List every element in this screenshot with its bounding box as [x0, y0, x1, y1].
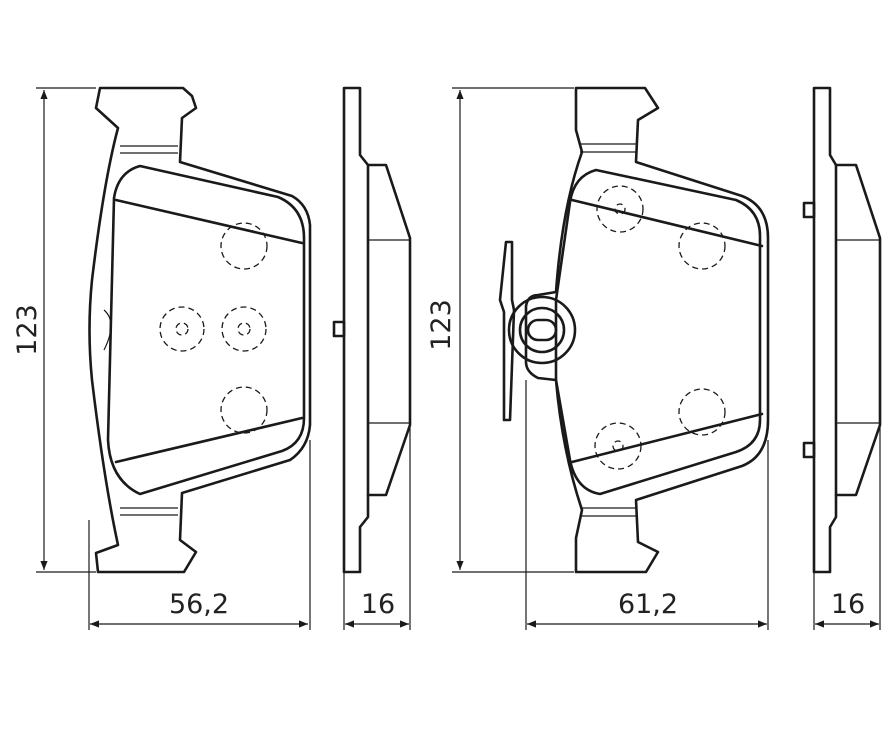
- dimension-lines: [36, 87, 881, 630]
- pad1-side-view: [332, 86, 412, 574]
- pad2-piston-mark: [678, 388, 726, 436]
- pad1-chamfer-bottom: [114, 416, 304, 464]
- pad2-backing-plate: [524, 86, 770, 574]
- pad2-wear-sensor-clip: [498, 240, 577, 422]
- pad1-height-label: 123: [12, 304, 43, 356]
- pad2-piston-mark: [596, 185, 644, 233]
- pad1-piston-mark: [220, 222, 268, 270]
- pad2-width-label: 61,2: [618, 589, 678, 620]
- pad2-front-view: [498, 86, 770, 574]
- pad1-piston-mark: [159, 306, 205, 352]
- pad1-piston-mark: [220, 386, 268, 434]
- pad2-height-label: 123: [426, 299, 457, 351]
- pad1-friction-lining: [106, 164, 306, 496]
- pad1-side-lining: [366, 163, 412, 497]
- pad2-side-plate: [812, 86, 838, 574]
- pad2-side-lining: [834, 163, 882, 497]
- pad2-side-tab: [802, 441, 816, 459]
- pad1-backing-plate: [88, 86, 312, 574]
- pad2-friction-lining: [554, 168, 762, 496]
- pad2-piston-mark: [678, 222, 726, 270]
- pad1-width-label: 56,2: [169, 589, 229, 620]
- pad2-chamfer-top: [570, 198, 764, 248]
- pad1-side-tab: [332, 320, 346, 338]
- pad2-piston-mark: [594, 422, 642, 470]
- pad2-side-view: [802, 86, 882, 574]
- pad2-thickness-label: 16: [831, 589, 865, 620]
- pad2-chamfer-bottom: [570, 412, 764, 464]
- pad1-chamfer-top: [114, 198, 304, 245]
- pad1-front-view: [88, 86, 312, 574]
- pad1-thickness-label: 16: [361, 589, 395, 620]
- pad1-side-plate: [342, 86, 370, 574]
- pad2-side-tab: [802, 201, 816, 219]
- pad1-piston-mark: [221, 306, 267, 352]
